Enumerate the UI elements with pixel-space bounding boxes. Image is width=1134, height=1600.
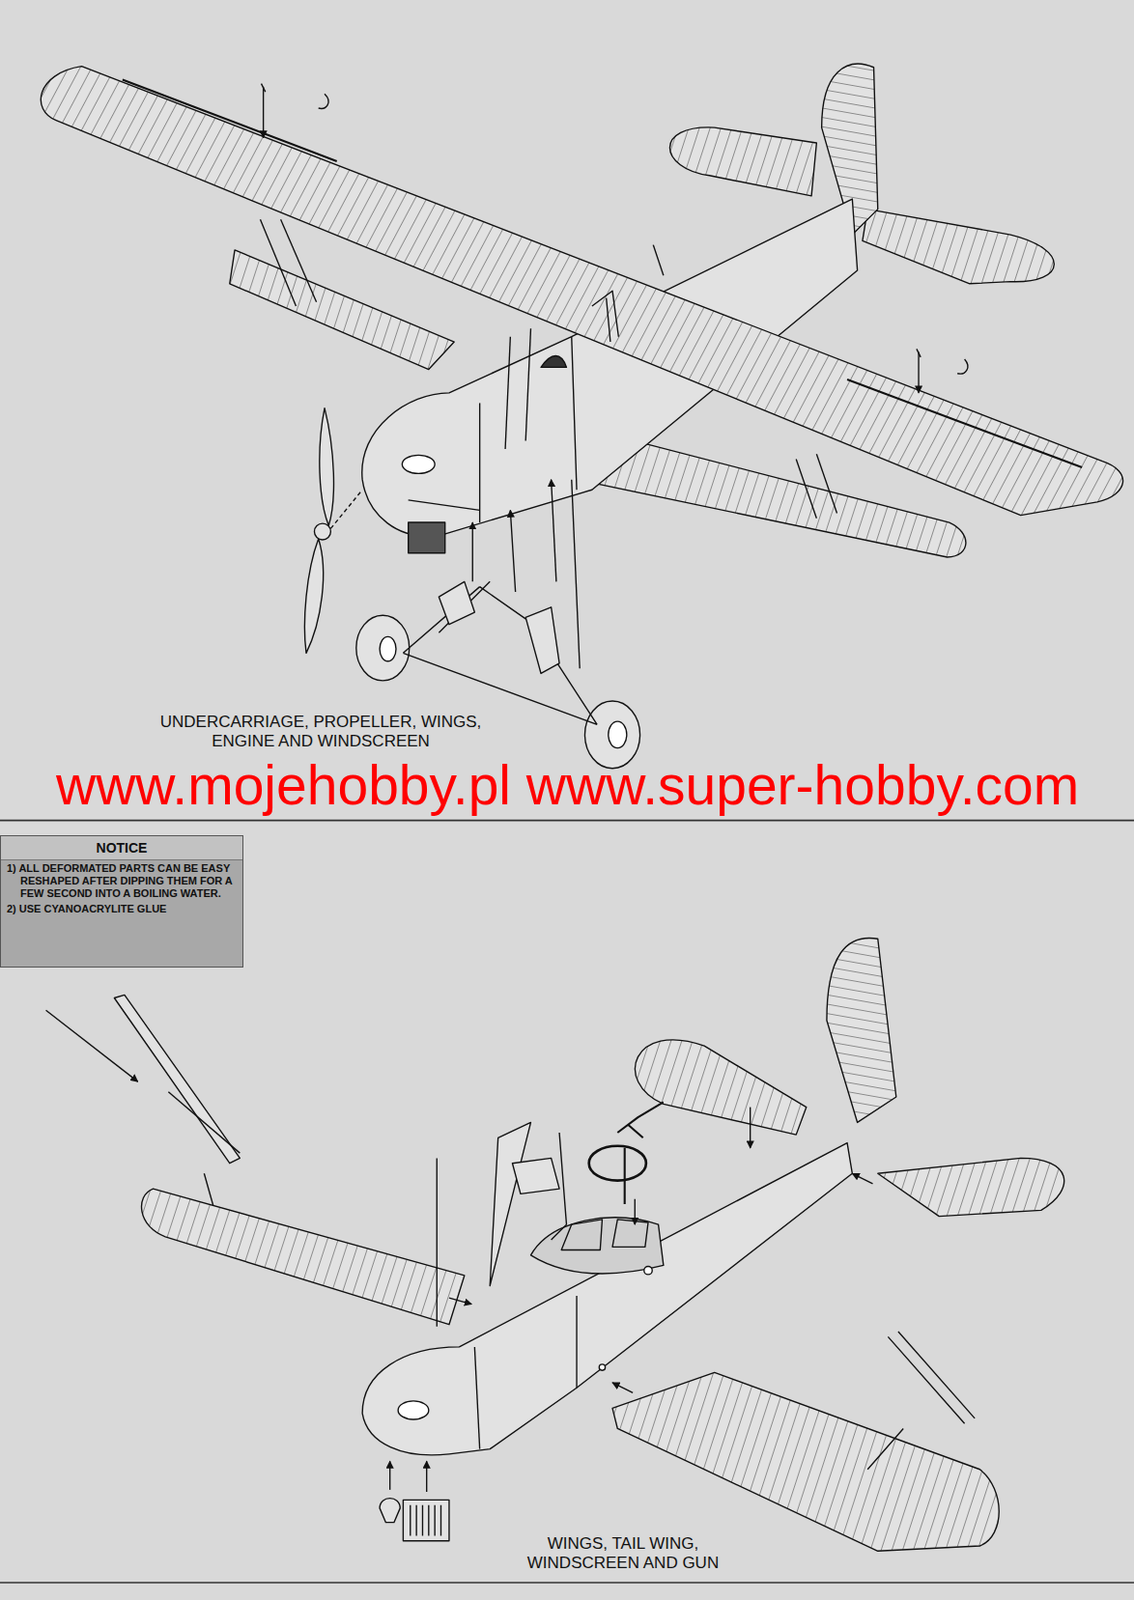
notice-heading: NOTICE <box>0 836 243 861</box>
nose-hole <box>401 454 435 474</box>
notice-item: 2) USE CYANOACRYLITE GLUE <box>0 901 243 916</box>
windscreen <box>511 1158 560 1194</box>
stabilizer <box>862 209 1054 284</box>
leg-fairing <box>438 581 560 674</box>
arrow <box>389 1461 391 1491</box>
small-part <box>261 84 330 110</box>
strut <box>259 219 296 307</box>
wheel-hub <box>608 721 627 748</box>
propeller-blade <box>319 408 335 527</box>
frame-line <box>0 820 1134 823</box>
aileron-line <box>122 79 338 162</box>
arrow <box>551 480 557 583</box>
notice-item: 1) ALL DEFORMATED PARTS CAN BE EASY RESH… <box>0 860 243 902</box>
propeller-blade <box>304 538 323 653</box>
upper-wing <box>40 66 1123 516</box>
wheel-hub <box>379 636 397 661</box>
arrow <box>851 1173 873 1185</box>
panel-line <box>408 500 481 511</box>
guide-line <box>330 489 363 529</box>
arrow <box>917 352 919 394</box>
strut <box>505 337 511 450</box>
stabilizer <box>635 1040 807 1135</box>
strut <box>652 245 664 277</box>
fin <box>826 937 897 1123</box>
strut <box>489 1122 531 1286</box>
radiator <box>408 522 446 554</box>
axle-strut <box>402 581 597 725</box>
stabilizer <box>878 1158 1065 1217</box>
small-part <box>916 348 968 374</box>
strut <box>168 1092 240 1154</box>
step-caption: UNDERCARRIAGE, PROPELLER, WINGS, ENGINE … <box>127 712 514 753</box>
panel-line <box>474 1347 480 1450</box>
arrow <box>634 1199 636 1225</box>
watermark: www.mojehobby.pl www.super-hobby.com <box>56 752 1129 819</box>
propeller-hub <box>313 523 331 540</box>
strut <box>571 480 580 670</box>
arrow <box>612 1383 633 1394</box>
hole <box>644 1266 653 1275</box>
wing <box>141 1189 465 1326</box>
notice-box: NOTICE1) ALL DEFORMATED PARTS CAN BE EAS… <box>0 835 244 968</box>
windscreen <box>540 356 567 369</box>
panel-line <box>575 1296 577 1389</box>
strut <box>816 453 837 513</box>
strut <box>867 1332 975 1471</box>
strut <box>281 219 317 303</box>
gun-ring <box>589 1146 647 1182</box>
arrow <box>449 1298 472 1305</box>
frame-line <box>0 1582 1134 1585</box>
arrow <box>262 86 264 139</box>
strut <box>436 1158 438 1327</box>
strut <box>525 328 531 441</box>
arrow <box>425 1461 427 1493</box>
strut-part <box>592 290 619 342</box>
panel-line <box>479 402 481 523</box>
radiator-slat <box>410 1505 442 1537</box>
radiator <box>402 1500 450 1541</box>
strut <box>113 994 240 1163</box>
wing <box>612 1372 999 1552</box>
arrow <box>472 522 474 582</box>
wheel <box>356 615 410 681</box>
arrow <box>510 510 515 593</box>
cockpit <box>530 1218 663 1275</box>
monoplane-bottom <box>46 937 1065 1552</box>
step-caption: WINGS, TAIL WING, WINDSCREEN AND GUN <box>502 1534 744 1575</box>
stabilizer <box>669 127 817 197</box>
hole <box>598 1364 605 1371</box>
strut <box>795 459 817 519</box>
nose-hole <box>397 1401 429 1420</box>
cowl-part <box>379 1499 400 1524</box>
arrow <box>749 1107 751 1149</box>
gun <box>617 1102 664 1205</box>
strut <box>46 1010 139 1082</box>
panel-line <box>571 337 577 491</box>
aileron-line <box>847 379 1082 468</box>
biplane-top <box>40 63 1123 769</box>
